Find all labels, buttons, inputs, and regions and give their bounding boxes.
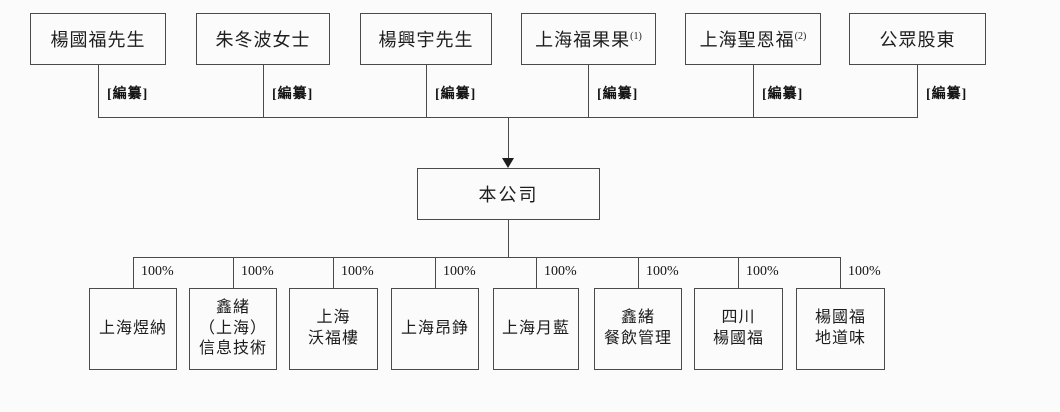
stake-label: [編纂] [107, 87, 149, 102]
shareholder-box-shanghai-fuguoguo: 上海福果果(1) [521, 13, 656, 65]
connector-line [588, 65, 589, 117]
subsidiary-box-sichuan-yangguofu: 四川 楊國福 [694, 288, 783, 370]
shareholder-name: 公眾股東 [880, 26, 956, 52]
shareholder-name-text: 上海聖恩福 [699, 30, 795, 50]
ownership-percent-label: 100% [241, 264, 274, 279]
shareholder-box-public-shareholders: 公眾股東 [849, 13, 986, 65]
connector-line [435, 257, 436, 288]
subsidiary-box-shanghai-wofulou: 上海 沃福樓 [289, 288, 378, 370]
connector-line [638, 257, 639, 288]
stake-label: [編纂] [272, 87, 314, 102]
stake-label: [編纂] [435, 87, 477, 102]
ownership-percent-label: 100% [646, 264, 679, 279]
shareholder-box-yang-xingyu: 楊興宇先生 [360, 13, 492, 65]
subsidiary-name: 鑫緒 （上海） 信息技術 [198, 298, 267, 358]
subsidiary-box-xinxu-shanghai-it: 鑫緒 （上海） 信息技術 [189, 288, 277, 370]
connector-line [917, 65, 918, 117]
connector-line [233, 257, 234, 288]
shareholder-name: 楊興宇先生 [379, 26, 474, 52]
stake-label: [編纂] [926, 87, 968, 102]
shareholder-footnote-sup: (2) [794, 31, 807, 42]
ownership-percent-label: 100% [341, 264, 374, 279]
connector-line [333, 257, 334, 288]
company-label: 本公司 [478, 185, 539, 205]
connector-line [98, 65, 99, 117]
connector-line [536, 257, 537, 288]
stake-label: [編纂] [762, 87, 804, 102]
subsidiary-box-shanghai-yuelan: 上海月藍 [493, 288, 579, 370]
connector-line [508, 220, 509, 257]
ownership-percent-label: 100% [848, 264, 881, 279]
connector-line [133, 257, 840, 258]
shareholder-name-text: 公眾股東 [879, 30, 956, 50]
shareholder-footnote-sup: (1) [630, 31, 642, 42]
subsidiary-box-shanghai-angzheng: 上海昂錚 [391, 288, 479, 370]
subsidiary-box-shanghai-yuna: 上海煜納 [89, 288, 177, 370]
connector-line [738, 257, 739, 288]
subsidiary-name: 上海 沃福樓 [307, 309, 359, 347]
subsidiary-name: 上海月藍 [501, 319, 570, 337]
connector-line [508, 117, 509, 160]
shareholder-name-text: 朱冬波女士 [215, 30, 311, 50]
shareholder-name: 上海聖恩福(2) [700, 26, 807, 52]
subsidiary-name: 上海煜納 [98, 319, 167, 337]
connector-line [133, 257, 134, 288]
connector-line [753, 65, 754, 117]
shareholder-name-text: 楊興宇先生 [378, 30, 474, 50]
stake-label: [編纂] [597, 87, 639, 102]
shareholder-box-shanghai-shengenfu: 上海聖恩福(2) [685, 13, 821, 65]
shareholder-box-zhu-dongbo: 朱冬波女士 [196, 13, 330, 65]
ownership-percent-label: 100% [141, 264, 174, 279]
ownership-percent-label: 100% [746, 264, 779, 279]
arrow-down-icon [502, 158, 514, 168]
subsidiary-box-xinxu-catering: 鑫緒 餐飲管理 [594, 288, 682, 370]
subsidiary-name: 上海昂錚 [400, 319, 469, 337]
subsidiary-name: 楊國福 地道味 [814, 309, 866, 347]
shareholder-name-text: 上海福果果 [535, 30, 631, 50]
shareholder-name-text: 楊國福先生 [50, 30, 146, 50]
company-box: 本公司 [417, 168, 600, 220]
shareholder-name: 朱冬波女士 [216, 26, 311, 52]
connector-line [263, 65, 264, 117]
shareholder-name: 楊國福先生 [51, 26, 146, 52]
ownership-percent-label: 100% [443, 264, 476, 279]
ownership-percent-label: 100% [544, 264, 577, 279]
connector-line [426, 65, 427, 117]
shareholder-name: 上海福果果(1) [535, 26, 642, 52]
subsidiary-name: 四川 楊國福 [712, 309, 764, 347]
connector-line [840, 257, 841, 288]
shareholder-box-yang-guofu: 楊國福先生 [30, 13, 166, 65]
subsidiary-name: 鑫緒 餐飲管理 [603, 309, 672, 347]
subsidiary-box-yangguofu-didaowei: 楊國福 地道味 [796, 288, 885, 370]
